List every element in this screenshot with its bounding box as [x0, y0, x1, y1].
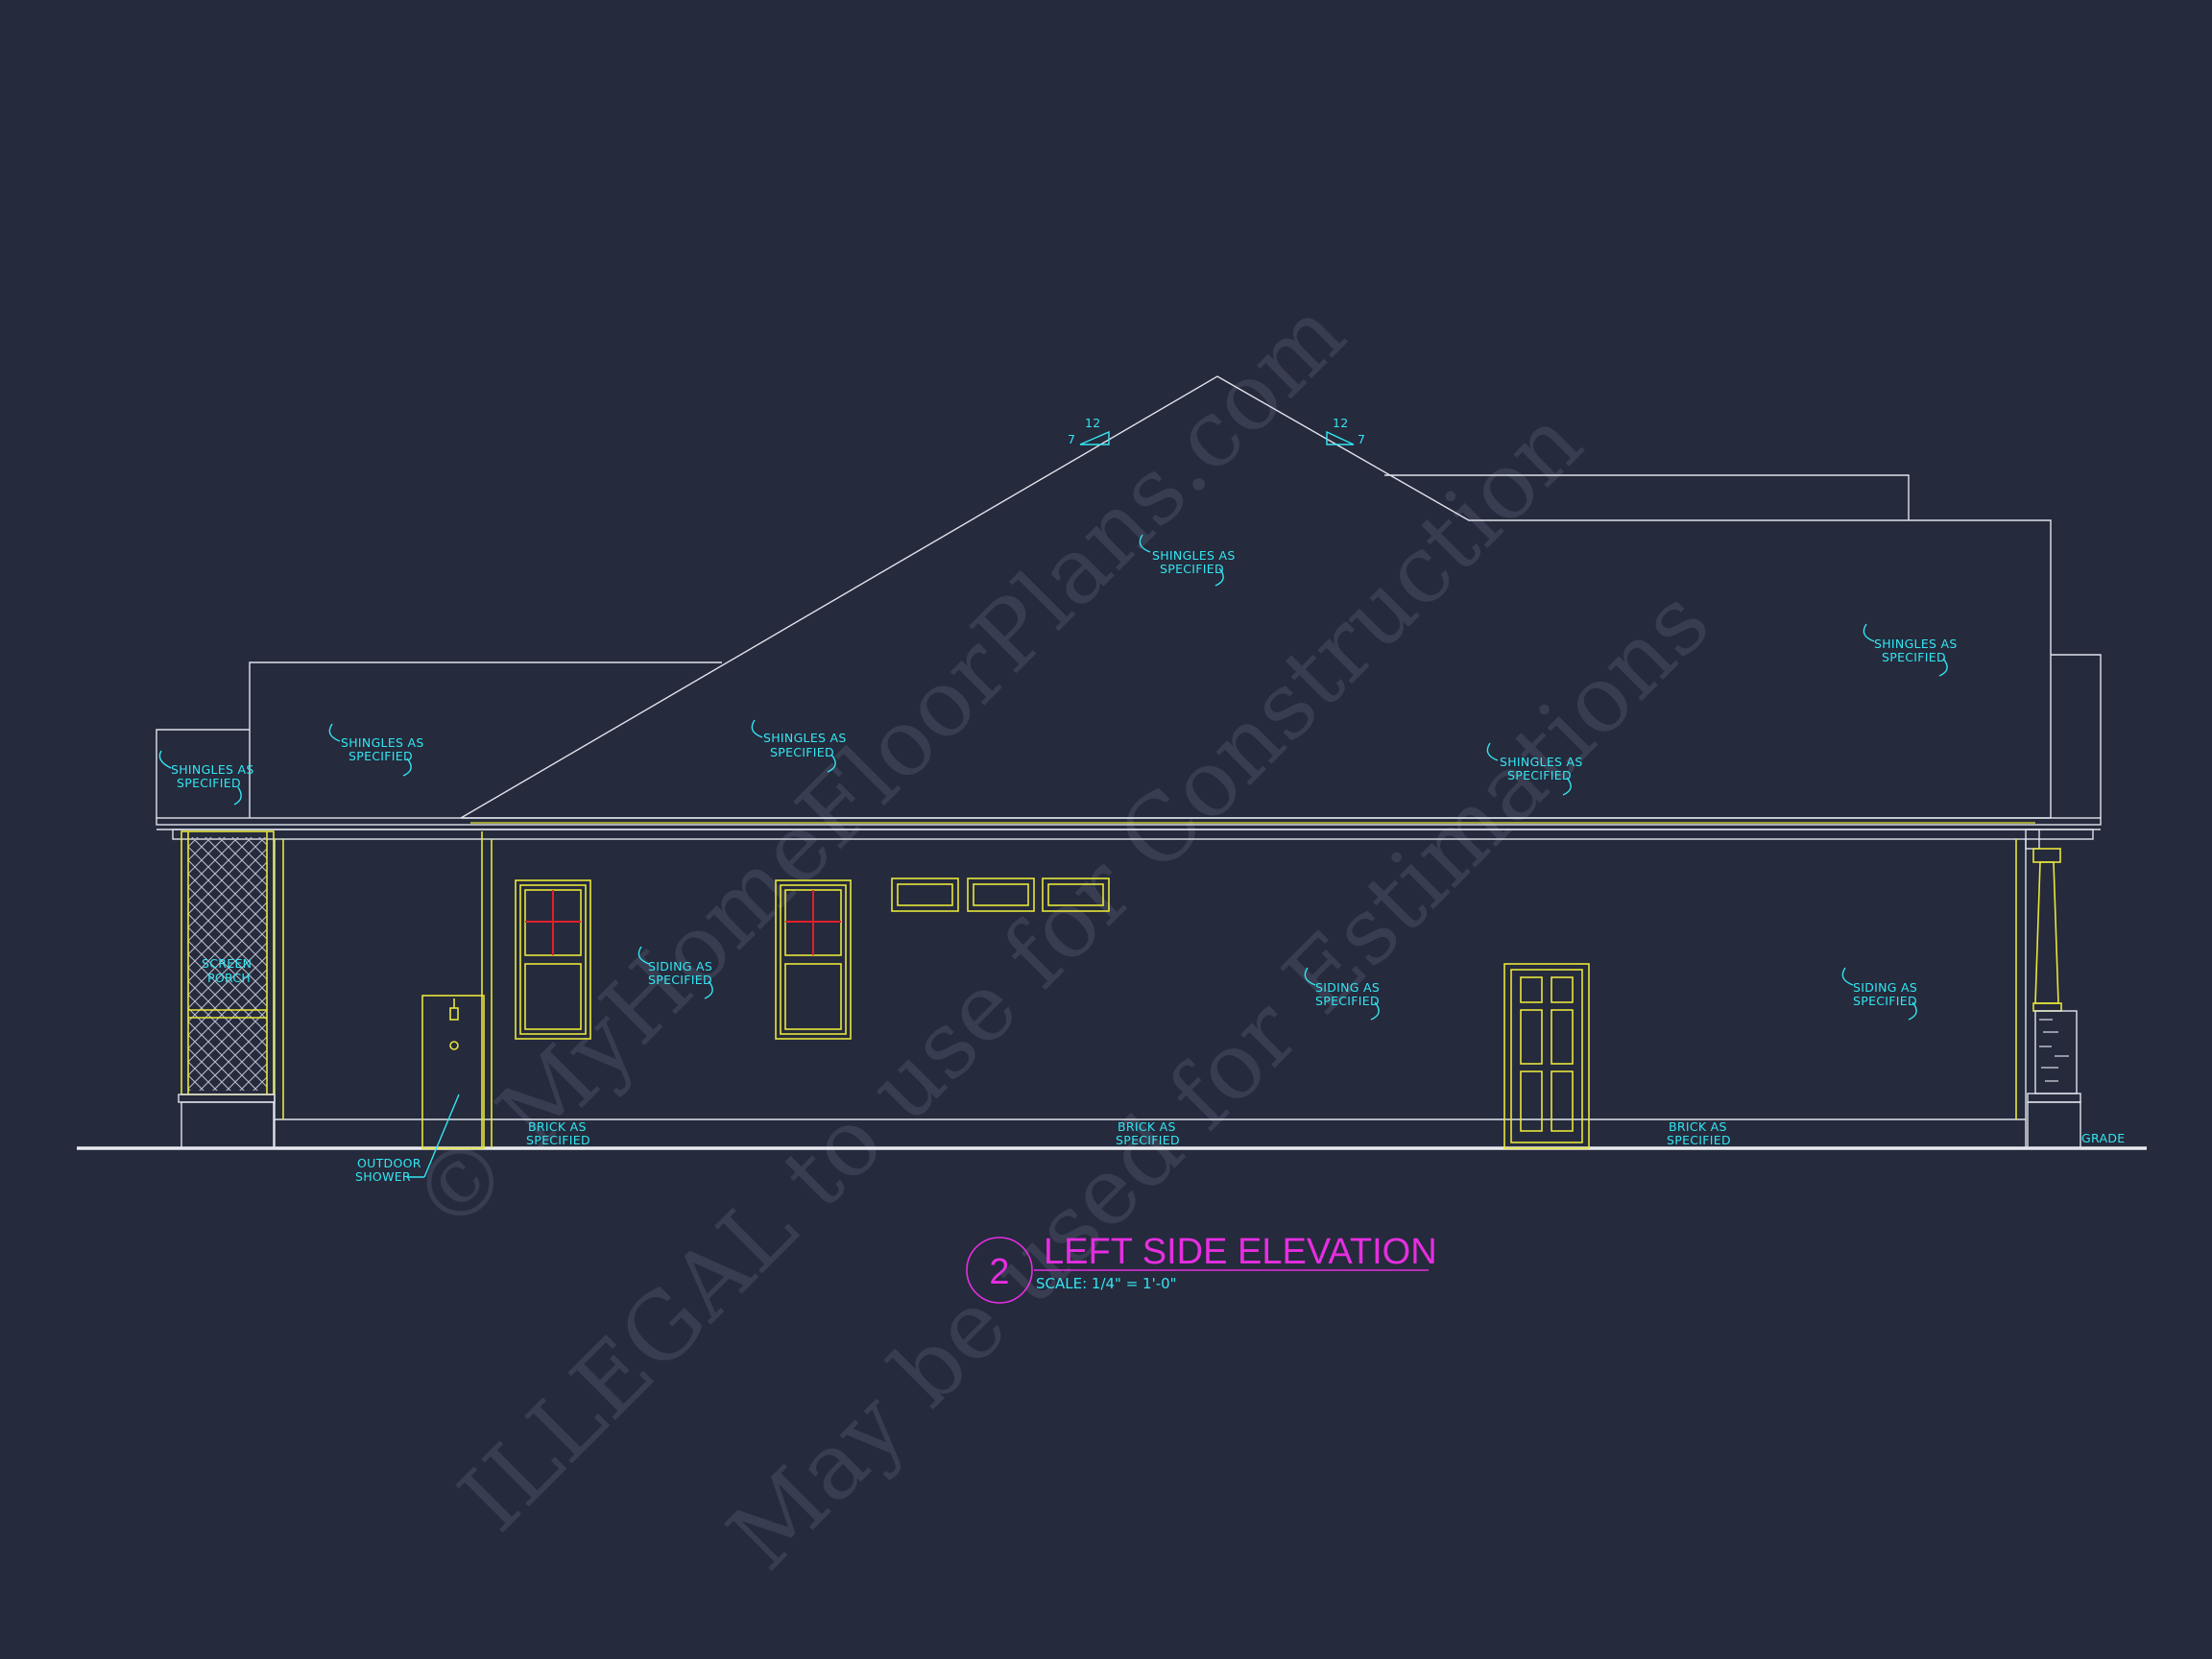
note-line: SIDING AS: [648, 959, 712, 974]
note-line: SPECIFIED: [1667, 1133, 1731, 1147]
pitch-run-left: 12: [1085, 416, 1101, 430]
title-text: LEFT SIDE ELEVATION: [1044, 1232, 1437, 1272]
transom-windows: [891, 878, 1110, 912]
pitch-rise-right: 7: [1358, 432, 1365, 446]
eave-fascia: [156, 817, 2102, 850]
note-line: SHINGLES AS: [341, 735, 424, 750]
note-shingles-4: SHINGLES AS SPECIFIED: [1139, 534, 1236, 587]
grade-label: GRADE: [2081, 1131, 2125, 1145]
note-line: SPECIFIED: [648, 973, 712, 987]
note-line: BRICK AS: [1118, 1119, 1176, 1134]
pitch-symbol-right: 12 7: [1326, 416, 1365, 446]
note-line: SPECIFIED: [526, 1133, 590, 1147]
note-shingles-3: SHINGLES AS SPECIFIED: [751, 719, 847, 773]
note-line: SHINGLES AS: [763, 731, 847, 745]
title-scale: SCALE: 1/4" = 1'-0": [1036, 1275, 1177, 1292]
note-brick-1: BRICK AS SPECIFIED: [526, 1119, 590, 1147]
note-line: SHINGLES AS: [1500, 755, 1583, 769]
note-line: PORCH: [207, 971, 251, 985]
note-screen-porch: SCREEN PORCH: [202, 956, 252, 985]
note-shingles-2: SHINGLES AS SPECIFIED: [328, 723, 424, 777]
note-line: SPECIFIED: [1160, 562, 1224, 576]
side-door: [1503, 963, 1590, 1149]
note-shingles-5: SHINGLES AS SPECIFIED: [1486, 742, 1583, 796]
pitch-run-right: 12: [1333, 416, 1349, 430]
note-brick-3: BRICK AS SPECIFIED: [1667, 1119, 1731, 1147]
porch-column: [2027, 848, 2081, 1149]
window-2: [775, 879, 852, 1040]
note-line: SPECIFIED: [177, 776, 241, 790]
note-line: SHINGLES AS: [1152, 548, 1236, 563]
note-line: SPECIFIED: [1853, 994, 1917, 1008]
window-1: [515, 879, 591, 1040]
note-line: SIDING AS: [1853, 980, 1917, 995]
watermark: © MyHomeFloorPlans.com ILLEGAL to use fo…: [391, 279, 1730, 1590]
note-siding-3: SIDING AS SPECIFIED: [1841, 967, 1917, 1021]
title-number: 2: [989, 1252, 1009, 1292]
note-line: BRICK AS: [528, 1119, 587, 1134]
note-siding-2: SIDING AS SPECIFIED: [1304, 967, 1380, 1021]
note-line: SPECIFIED: [1315, 994, 1380, 1008]
note-line: SIDING AS: [1315, 980, 1380, 995]
outdoor-shower: [421, 995, 485, 1149]
note-line: SHOWER: [355, 1169, 411, 1184]
note-line: SPECIFIED: [770, 745, 834, 759]
pitch-symbol-left: 12 7: [1068, 416, 1110, 446]
screen-porch: [178, 830, 276, 1149]
note-line: SHINGLES AS: [171, 762, 254, 777]
note-siding-1: SIDING AS SPECIFIED: [637, 946, 713, 999]
note-line: SPECIFIED: [1507, 768, 1572, 782]
note-line: OUTDOOR: [357, 1156, 421, 1170]
note-line: SPECIFIED: [349, 749, 413, 763]
drawing-title: 2 LEFT SIDE ELEVATION SCALE: 1/4" = 1'-0…: [966, 1232, 1437, 1304]
note-line: SPECIFIED: [1116, 1133, 1180, 1147]
note-brick-2: BRICK AS SPECIFIED: [1116, 1119, 1180, 1147]
note-line: BRICK AS: [1669, 1119, 1727, 1134]
note-line: SCREEN: [202, 956, 252, 971]
note-shingles-6: SHINGLES AS SPECIFIED: [1863, 623, 1958, 677]
note-shingles-1: SHINGLES AS SPECIFIED: [158, 750, 254, 805]
note-line: SPECIFIED: [1882, 650, 1946, 664]
note-line: SHINGLES AS: [1874, 637, 1958, 651]
note-outdoor-shower: OUTDOOR SHOWER: [355, 1094, 460, 1184]
pitch-rise-left: 7: [1068, 432, 1075, 446]
